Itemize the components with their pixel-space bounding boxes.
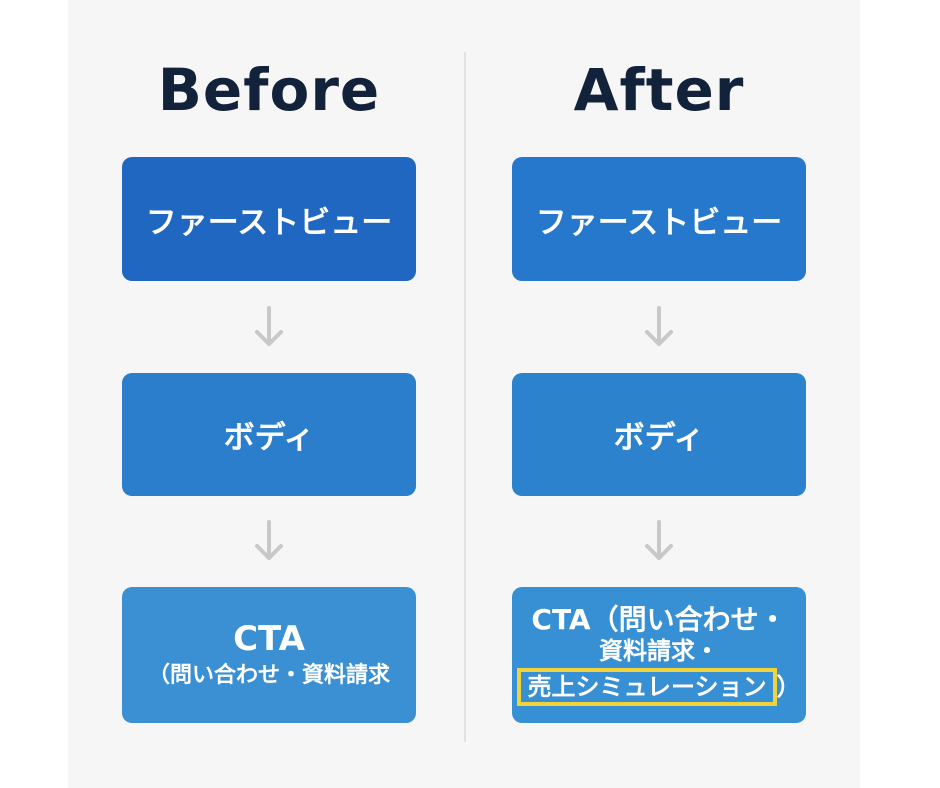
sales-simulation-highlight: 売上シミュレーション [517, 668, 777, 706]
column-divider [464, 52, 466, 742]
before-body-box: ボディ [122, 373, 416, 496]
after-down-arrow-icon-2 [645, 520, 673, 560]
before-body-label: ボディ [223, 420, 315, 456]
before-cta-sub: （問い合わせ・資料請求 [147, 663, 390, 688]
after-cta-close: ） [776, 673, 801, 701]
before-cta-main: CTA [233, 619, 305, 659]
before-cta-box: CTA （問い合わせ・資料請求 [122, 587, 416, 723]
after-cta-line1: CTA（問い合わせ・ [531, 603, 787, 636]
after-down-arrow-icon-1 [645, 306, 673, 346]
after-body-label: ボディ [613, 420, 705, 456]
after-cta-box: CTA（問い合わせ・ 資料請求・ 売上シミュレーション） [512, 587, 806, 723]
before-down-arrow-icon-1 [255, 306, 283, 346]
after-body-box: ボディ [512, 373, 806, 496]
before-down-arrow-icon-2 [255, 520, 283, 560]
after-first-view-box: ファーストビュー [512, 157, 806, 281]
before-first-view-box: ファーストビュー [122, 157, 416, 281]
after-title: After [573, 56, 745, 124]
after-first-view-label: ファーストビュー [535, 204, 783, 241]
after-cta-line3: 売上シミュレーション） [517, 666, 801, 706]
after-cta-line2: 資料請求・ [599, 637, 719, 665]
before-first-view-label: ファーストビュー [145, 204, 393, 241]
before-title: Before [157, 56, 381, 124]
